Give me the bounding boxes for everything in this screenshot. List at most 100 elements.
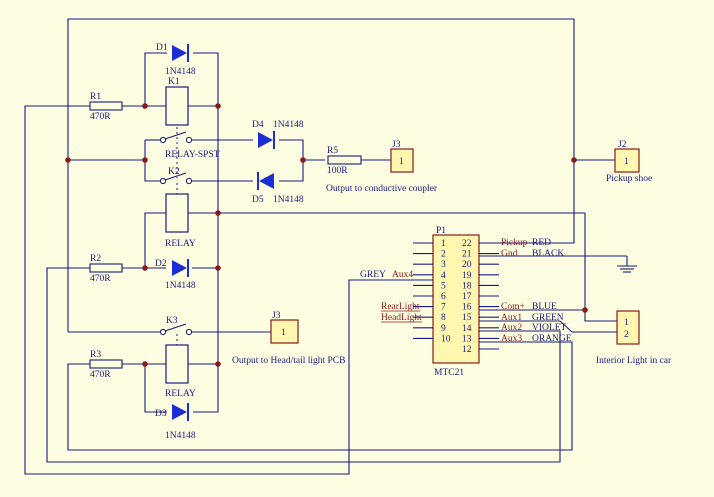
wire-color-grey: GREY: [360, 270, 386, 280]
p1-pin-right-13: 13: [462, 334, 472, 344]
wire-d1-loop: [144, 52, 167, 106]
net-rearlight: RearLight: [381, 302, 420, 312]
p1-pin-right-15: 15: [462, 313, 472, 323]
j2-label: Pickup shoe: [606, 174, 652, 184]
resistor-r3: R3 470R: [89, 350, 123, 380]
wire-color-red: RED: [532, 238, 551, 248]
p1-pin-left-6: 6: [441, 292, 446, 302]
d2-ref: D2: [155, 259, 167, 269]
j3a-label: Output to conductive coupler: [326, 184, 438, 194]
wire-com: [479, 320, 620, 333]
p1-pin-right-21: 21: [462, 250, 472, 260]
net-gnd: Gnd: [501, 249, 518, 259]
wire-color-black: BLACK: [532, 249, 564, 259]
wire-k2-coil-left: [144, 212, 166, 268]
relay-k3: K3 RELAY: [159, 316, 196, 399]
d2-part: 1N4148: [165, 281, 196, 291]
diode-d3: D3 1N4148: [155, 403, 196, 441]
p1-pin-left-5: 5: [441, 281, 446, 291]
d4-part: 1N4148: [273, 120, 304, 130]
net-headlight: HeadLight: [381, 313, 422, 323]
k3-ref: K3: [166, 316, 178, 326]
r5-ref: R5: [327, 146, 338, 156]
wire-color-orange: ORANGE: [532, 334, 572, 344]
p1-pin-right-18: 18: [462, 281, 472, 291]
connector-j3-headtail: J3 1 Output to Head/tail light PCB: [232, 311, 345, 366]
r2-value: 470R: [90, 274, 111, 284]
k3-label: RELAY: [165, 389, 196, 399]
j3b-pin: 1: [281, 328, 286, 338]
k2-label: RELAY: [165, 239, 196, 249]
p1-pin-left-9: 9: [441, 324, 446, 334]
p1-part: MTC21: [434, 368, 464, 378]
r3-ref: R3: [90, 350, 101, 360]
wire-k3-coil-left: [144, 363, 167, 413]
d3-ref: D3: [155, 409, 167, 419]
diode-d2: D2 1N4148: [155, 259, 196, 291]
p1-ref: P1: [436, 226, 446, 236]
p1-pin-right-12: 12: [462, 345, 472, 355]
resistor-r2: R2 470R: [89, 254, 123, 284]
p1-pin-left-2: 2: [441, 250, 446, 260]
int-label: Interior Light in car: [596, 356, 672, 366]
wire-color-violet: VIOLET: [532, 323, 566, 333]
net-aux1: Aux1: [501, 313, 522, 323]
d1-ref: D1: [156, 43, 168, 53]
d4-ref: D4: [252, 120, 264, 130]
net-com: Com+: [501, 302, 525, 312]
p1-pin-left-3: 3: [441, 260, 446, 270]
wire-d4-d5-right: [279, 139, 304, 182]
p1-pin-left-1: 1: [441, 239, 446, 249]
wires: [24, 18, 628, 475]
diode-d4: D4 1N4148: [252, 120, 304, 149]
int-pin-1: 1: [624, 318, 629, 328]
net-labels: Pickup RED Gnd BLACK Com+ BLUE Aux1 GREE…: [360, 238, 572, 344]
r3-value: 470R: [90, 370, 111, 380]
wire-right-bus-down: [479, 160, 575, 244]
connector-j2-pickup: J2 1 Pickup shoe: [606, 140, 652, 184]
p1-pin-left-4: 4: [441, 271, 446, 281]
diode-d5: D5 1N4148: [252, 172, 304, 205]
j3b-ref: J3: [272, 311, 281, 321]
d1-part: 1N4148: [165, 67, 196, 77]
ground-symbol: [617, 265, 637, 273]
j3a-ref: J3: [392, 140, 401, 150]
wire-color-green: GREEN: [532, 313, 564, 323]
diode-d1: D1 1N4148: [156, 43, 196, 77]
k1-ref: K1: [168, 77, 180, 87]
net-aux3: Aux3: [501, 334, 522, 344]
p1-pin-right-19: 19: [462, 271, 472, 281]
p1-pin-right-14: 14: [462, 324, 472, 334]
j3b-label: Output to Head/tail light PCB: [232, 356, 345, 366]
p1-pin-left-7: 7: [441, 303, 446, 313]
wire-interior-1: [479, 309, 620, 322]
resistor-r5: R5 100R: [327, 146, 362, 176]
k2-ref: K2: [168, 167, 180, 177]
wire-r2-left: [46, 267, 561, 463]
connector-j3-coupler: J3 1 Output to conductive coupler: [326, 140, 438, 194]
r1-ref: R1: [90, 92, 101, 102]
p1-pin-right-16: 16: [462, 303, 472, 313]
net-aux4: Aux4: [392, 270, 413, 280]
wire-color-blue: BLUE: [532, 302, 557, 312]
r1-value: 470R: [90, 112, 111, 122]
wire-d1-right: [193, 52, 219, 106]
resistor-r1: R1 470R: [89, 92, 123, 122]
j3a-pin: 1: [399, 157, 404, 167]
wire-k1-contact: [144, 140, 160, 182]
relay-k1: K1 RELAY-SPST: [159, 77, 220, 178]
relay-k2: K2 RELAY: [159, 167, 196, 249]
p1-pin-right-17: 17: [462, 292, 472, 302]
r2-ref: R2: [90, 254, 101, 264]
wire-top-bus: [67, 18, 622, 161]
p1-pin-left-10: 10: [441, 334, 451, 344]
net-aux2: Aux2: [501, 323, 522, 333]
d5-part: 1N4148: [273, 195, 304, 205]
p1-pin-right-20: 20: [462, 260, 472, 270]
wire-r3: [67, 341, 573, 451]
j2-pin: 1: [624, 157, 629, 167]
k1-label: RELAY-SPST: [165, 150, 220, 160]
